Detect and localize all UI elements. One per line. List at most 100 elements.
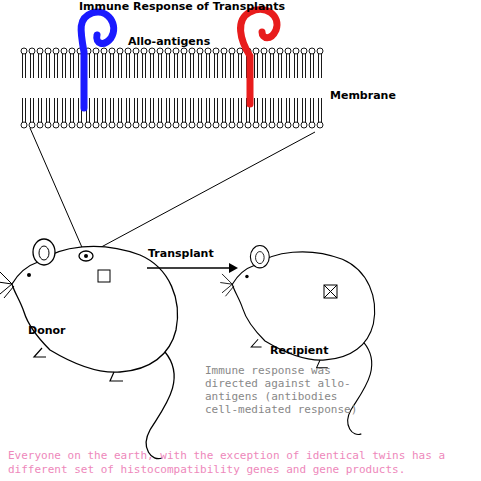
lipid <box>295 54 298 78</box>
lipid <box>263 98 266 122</box>
lipid <box>93 48 99 54</box>
lipid <box>29 122 35 128</box>
lipid <box>197 122 203 128</box>
lipid <box>111 98 114 122</box>
lipid <box>165 122 171 128</box>
lipid <box>109 122 115 128</box>
graft-spot <box>79 251 93 261</box>
lipid <box>109 48 115 54</box>
lipid <box>53 122 59 128</box>
lipid <box>149 122 155 128</box>
lipid <box>301 122 307 128</box>
lipid <box>29 48 35 54</box>
blue-allo-antigen <box>81 12 114 108</box>
lipid <box>85 122 91 128</box>
lipid <box>213 122 219 128</box>
lipid <box>95 54 98 78</box>
lipid <box>159 54 162 78</box>
lipid <box>205 122 211 128</box>
node-label: Recipient <box>270 344 328 357</box>
lipid <box>253 48 259 54</box>
leader-line <box>30 128 84 252</box>
lipid <box>127 54 130 78</box>
lipid <box>317 122 323 128</box>
lipid <box>157 48 163 54</box>
lipid <box>207 54 210 78</box>
lipid <box>77 122 83 128</box>
transplant-arrow <box>147 267 230 269</box>
lipid <box>157 122 163 128</box>
lipid <box>303 54 306 78</box>
lipid <box>151 54 154 78</box>
lipid <box>181 48 187 54</box>
lipid <box>221 122 227 128</box>
lipid <box>271 54 274 78</box>
lipid <box>197 48 203 54</box>
recipient-mouse-node: Recipient <box>238 258 383 358</box>
lipid <box>319 98 322 122</box>
lipid <box>69 122 75 128</box>
leader-line <box>92 132 315 252</box>
lipid <box>261 48 267 54</box>
lipid <box>95 98 98 122</box>
lipid <box>207 98 210 122</box>
diagram-title: Immune Response of Transplants <box>79 0 285 13</box>
lipid <box>237 48 243 54</box>
lipid <box>103 54 106 78</box>
lipid <box>205 48 211 54</box>
lipid <box>277 48 283 54</box>
graft-site <box>324 285 337 298</box>
lipid <box>253 122 259 128</box>
lipid <box>143 54 146 78</box>
lipid <box>183 54 186 78</box>
lipid <box>119 54 122 78</box>
lipid <box>279 98 282 122</box>
lipid <box>255 54 258 78</box>
lipid <box>183 98 186 122</box>
lipid <box>311 98 314 122</box>
lipid <box>261 122 267 128</box>
donor-mouse-node: Donor <box>10 240 147 340</box>
lipid <box>311 54 314 78</box>
lipid <box>191 98 194 122</box>
lipid <box>269 48 275 54</box>
lipid <box>61 122 67 128</box>
lipid <box>103 98 106 122</box>
part-label: Membrane <box>330 89 396 102</box>
lipid <box>45 122 51 128</box>
lipid <box>125 48 131 54</box>
lipid <box>63 98 66 122</box>
lipid <box>151 98 154 122</box>
lipid <box>37 48 43 54</box>
lipid <box>221 48 227 54</box>
lipid <box>21 48 27 54</box>
lipid <box>61 48 67 54</box>
lipid <box>285 48 291 54</box>
node-label: Donor <box>28 324 66 337</box>
lipid <box>277 122 283 128</box>
lipid <box>31 98 34 122</box>
lipid <box>119 98 122 122</box>
lipid <box>255 98 258 122</box>
lipid <box>69 48 75 54</box>
lipid <box>271 98 274 122</box>
lipid <box>141 48 147 54</box>
lipid <box>39 98 42 122</box>
lipid <box>71 54 74 78</box>
lipid <box>293 48 299 54</box>
lipid <box>127 98 130 122</box>
lipid <box>319 54 322 78</box>
lipid <box>133 48 139 54</box>
graft-spot <box>84 254 88 258</box>
lipid <box>237 122 243 128</box>
lipid <box>101 48 107 54</box>
lipid <box>101 122 107 128</box>
lipid <box>135 98 138 122</box>
lipid <box>45 48 51 54</box>
lipid <box>31 54 34 78</box>
lipid-bilayer <box>21 48 323 128</box>
graft-site <box>98 270 110 282</box>
lipid <box>189 122 195 128</box>
lipid <box>175 54 178 78</box>
caption: Everyone on the earth, with the exceptio… <box>8 449 478 477</box>
